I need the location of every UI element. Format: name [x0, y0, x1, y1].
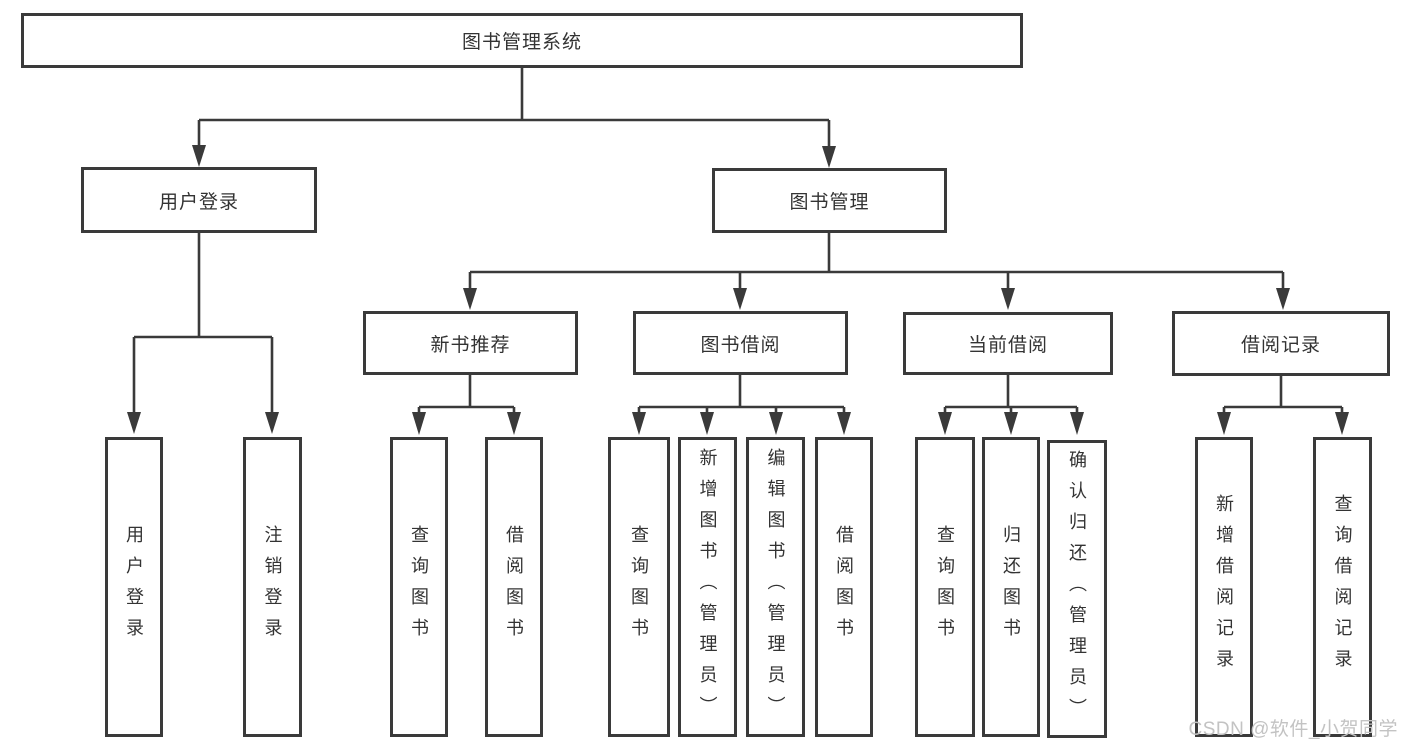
leaf-label: 查询图书: [629, 525, 649, 649]
leaf-add-books-admin: 新增图书（管理员）: [678, 437, 737, 737]
node-borrowing-records: 借阅记录: [1172, 311, 1390, 376]
leaf-label: 注销登录: [262, 525, 283, 649]
leaf-label: 查询借阅记录: [1332, 494, 1353, 680]
node-label: 当前借阅: [967, 335, 1048, 356]
node-label: 图书管理系统: [461, 32, 582, 53]
leaf-user-login: 用户登录: [105, 437, 163, 737]
leaf-label: 查询图书: [409, 525, 429, 649]
leaf-label: 归还图书: [1001, 525, 1021, 649]
leaf-label: 借阅图书: [834, 525, 854, 649]
leaf-query-books-current: 查询图书: [915, 437, 975, 737]
leaf-label: 新增借阅记录: [1214, 494, 1234, 680]
leaf-query-books-borrowing: 查询图书: [608, 437, 670, 737]
leaf-logout: 注销登录: [243, 437, 302, 737]
leaf-add-borrow-record: 新增借阅记录: [1195, 437, 1253, 737]
leaf-label: 查询图书: [935, 525, 955, 649]
node-user-login: 用户登录: [81, 167, 317, 233]
node-label: 新书推荐: [430, 334, 511, 356]
leaf-label: 借阅图书: [504, 525, 524, 649]
leaf-confirm-return-admin: 确认归还（管理员）: [1047, 440, 1107, 738]
leaf-borrow-books: 借阅图书: [815, 437, 873, 737]
csdn-watermark: CSDN @软件_小贺同学: [1188, 719, 1398, 740]
leaf-label: 确认归还（管理员）: [1067, 449, 1087, 729]
leaf-label: 用户登录: [124, 525, 144, 649]
leaf-edit-books-admin: 编辑图书（管理员）: [746, 437, 805, 737]
node-current-borrowing: 当前借阅: [903, 312, 1113, 375]
leaf-query-borrow-record: 查询借阅记录: [1313, 437, 1372, 737]
node-book-management: 图书管理: [712, 168, 947, 233]
leaf-query-books-recommend: 查询图书: [390, 437, 448, 737]
node-label: 用户登录: [158, 191, 239, 213]
leaf-return-books: 归还图书: [982, 437, 1040, 737]
node-label: 借阅记录: [1240, 335, 1321, 356]
leaf-borrow-books-recommend: 借阅图书: [485, 437, 543, 737]
leaf-label: 编辑图书（管理员）: [765, 447, 786, 727]
leaf-label: 新增图书（管理员）: [697, 447, 718, 727]
node-book-borrowing: 图书借阅: [633, 311, 848, 375]
node-library-management-system: 图书管理系统: [21, 13, 1023, 68]
node-label: 图书借阅: [700, 334, 781, 356]
node-new-book-recommendation: 新书推荐: [363, 311, 578, 375]
node-label: 图书管理: [789, 192, 870, 213]
